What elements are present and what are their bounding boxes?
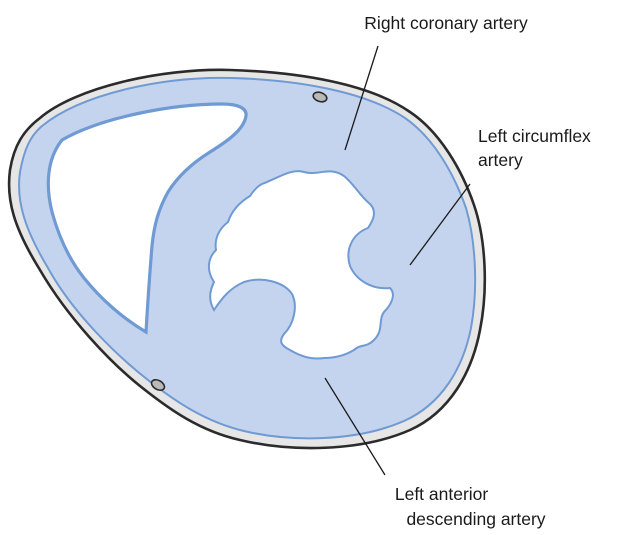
lad-label: Left anterior descending artery: [395, 484, 546, 529]
lcx-label-line-1: Left circumflex: [478, 126, 591, 146]
lad-label-line-2: descending artery: [406, 509, 545, 529]
lcx-label-line-2: artery: [478, 150, 523, 170]
rca-label-line-1: Right coronary artery: [364, 13, 528, 33]
lcx-label: Left circumflex artery: [478, 126, 596, 170]
lad-label-line-1: Left anterior: [395, 484, 489, 504]
rca-label: Right coronary artery: [364, 13, 528, 33]
